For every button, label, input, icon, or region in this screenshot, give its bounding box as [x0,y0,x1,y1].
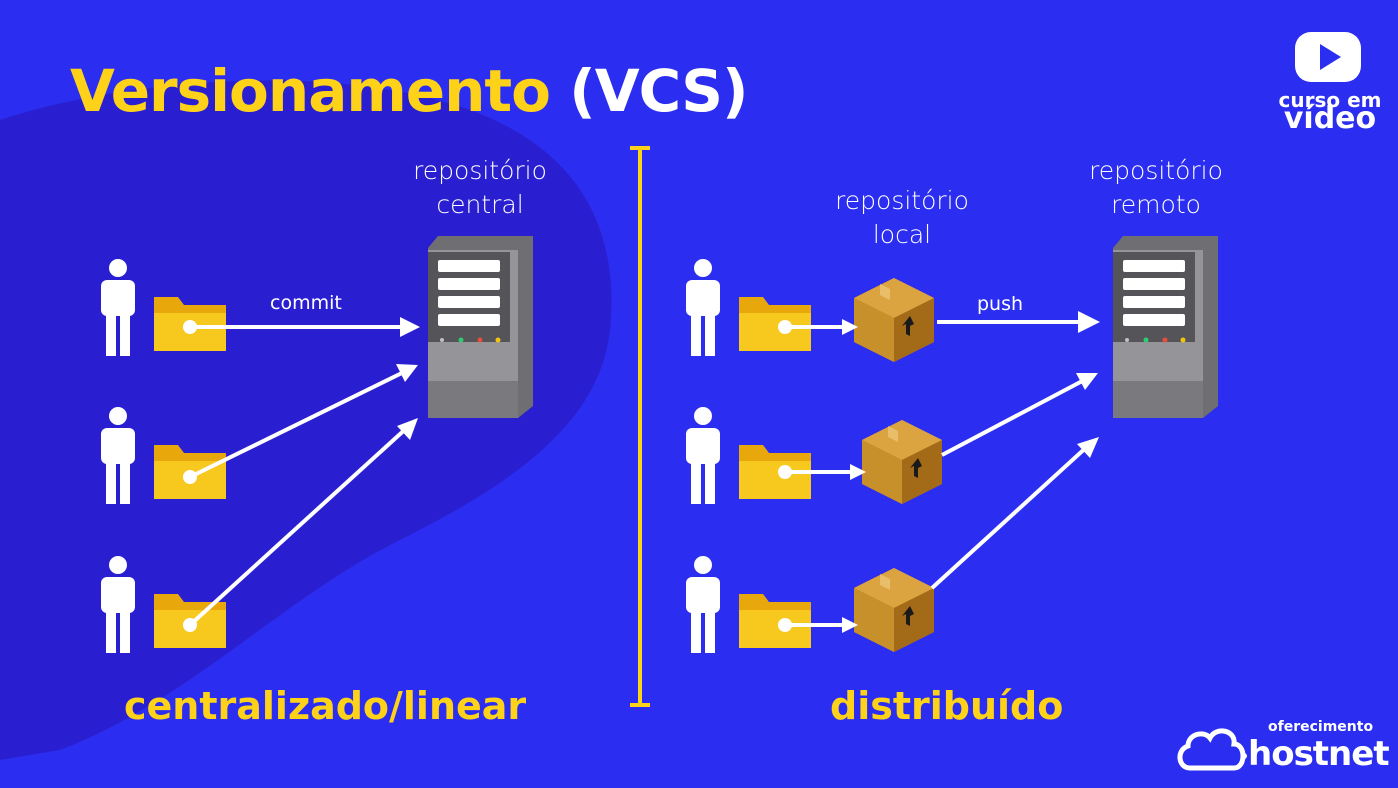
centralized-category: centralizado/linear [124,684,527,728]
sponsor-label: oferecimento [1268,719,1374,735]
title-suffix: (VCS) [569,57,748,125]
title-main: Versionamento [70,57,551,125]
logo-line2: vídeo [1283,101,1377,136]
remote-server-icon [1113,236,1218,418]
remote-repo-label: repositório remoto [1076,154,1236,222]
folder-icon [739,594,811,648]
commit-arrows [183,317,420,632]
sponsor-name: hostnet [1248,734,1390,774]
folder-icon [739,297,811,351]
push-label: push [977,293,1024,315]
person-icon [101,556,135,653]
center-divider [630,146,650,707]
person-icon [101,259,135,356]
distributed-category: distribuído [830,684,1064,728]
page-title: Versionamento (VCS) [70,57,749,125]
remote-repo-label-line2: remoto [1111,190,1201,219]
local-repo-label-line2: local [872,220,932,249]
person-icon [686,259,720,356]
package-box-icon [854,568,934,652]
play-logo-icon [1295,32,1361,82]
central-repo-label: repositório central [400,154,560,222]
local-repo-label-line1: repositório [835,186,969,215]
central-repo-label-line1: repositório [413,156,547,185]
local-commit-arrows [778,319,866,633]
logo-line1: curso em [1278,88,1382,112]
central-server-icon [428,236,533,418]
package-box-icon [862,420,942,504]
package-box-icon [854,278,934,362]
remote-repo-label-line1: repositório [1089,156,1223,185]
local-repo-label: repositório local [822,184,982,252]
commit-label: commit [270,292,342,314]
person-icon [686,556,720,653]
person-icon [101,407,135,504]
central-repo-label-line2: central [436,190,524,219]
push-arrows [930,311,1100,590]
person-icon [686,407,720,504]
cloud-logo-icon [1177,728,1247,771]
